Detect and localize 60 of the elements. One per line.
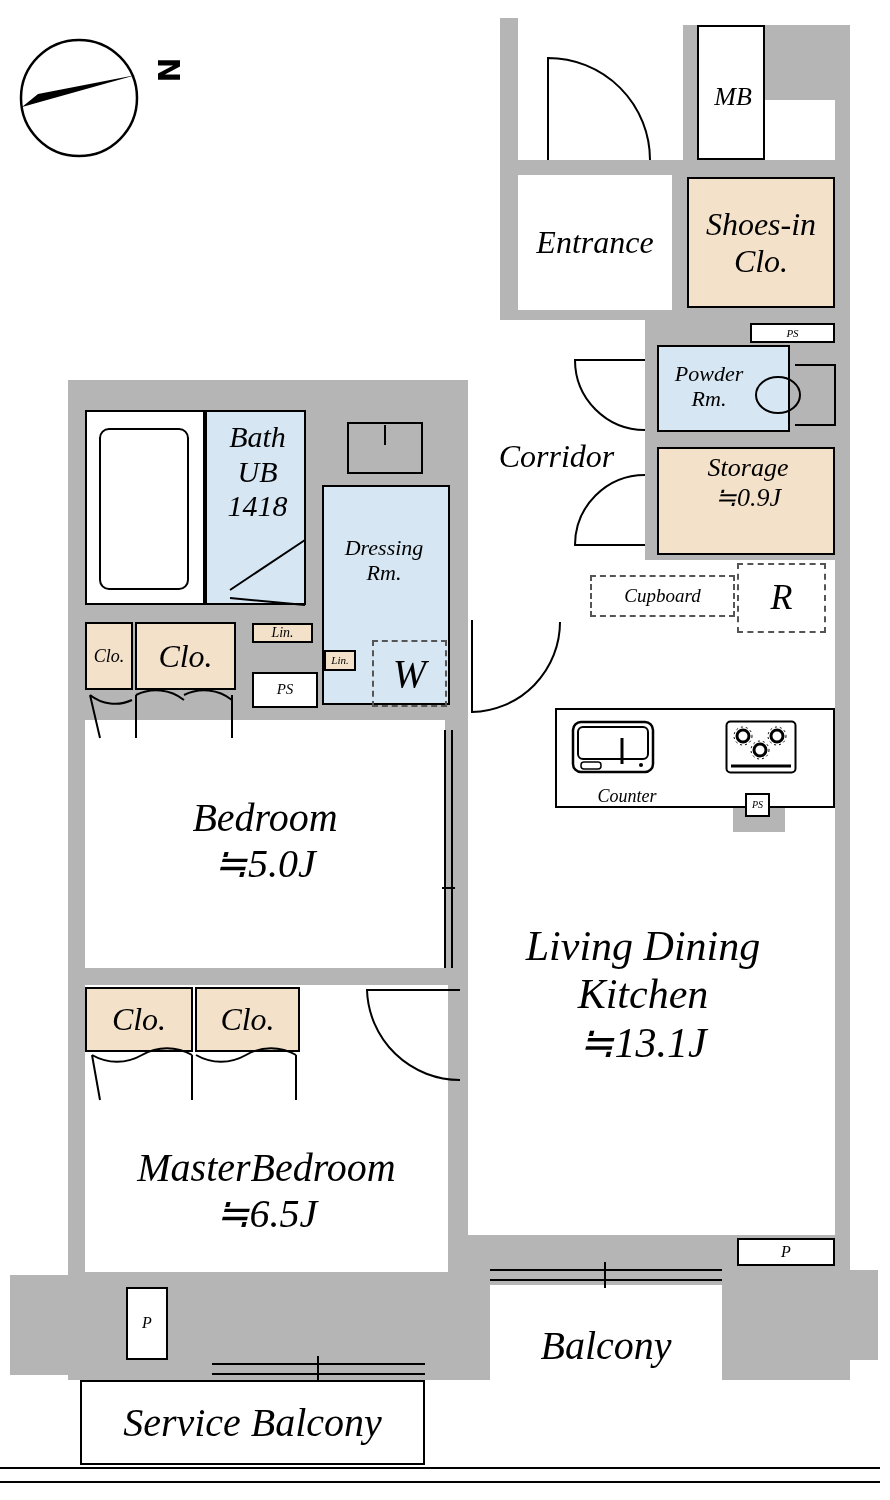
area-label: ≒13.1J xyxy=(578,1018,710,1067)
pipe-space xyxy=(737,1238,835,1266)
kitchen-counter xyxy=(555,708,835,808)
room-label: Corridor xyxy=(497,438,616,475)
room-label: Bedroom xyxy=(191,795,339,841)
closet-area xyxy=(657,447,835,555)
room-label: Clo. xyxy=(158,637,213,675)
room-area xyxy=(322,485,450,705)
room-label: Balcony xyxy=(539,1323,673,1369)
area-label: ≒6.5J xyxy=(214,1191,320,1237)
closet-area xyxy=(85,622,133,690)
room-label: Shoes-in Clo. xyxy=(704,205,818,280)
room-label: Storage xyxy=(706,453,790,483)
room-label: Service Balcony xyxy=(123,1399,382,1446)
closet-area xyxy=(135,622,236,690)
room-label: Lin. xyxy=(271,624,294,642)
room-label: R xyxy=(770,577,793,619)
room-label: P xyxy=(781,1242,791,1262)
room-area xyxy=(85,985,448,1272)
room-label: Powder Rm. xyxy=(673,361,745,412)
room-label: Lin. xyxy=(331,654,349,667)
pipe-space xyxy=(750,323,835,343)
room-label: Entrance xyxy=(536,224,654,261)
room-label: Clo. xyxy=(111,1001,167,1038)
closet-area xyxy=(85,987,193,1052)
meter-box xyxy=(697,25,765,160)
washer-space xyxy=(372,640,447,707)
room-area xyxy=(205,410,306,605)
room-label: PS xyxy=(786,326,799,340)
room-label: W xyxy=(392,650,427,697)
room-label: Living Dining Kitchen xyxy=(524,922,762,1019)
closet-area xyxy=(687,177,835,308)
refrigerator-space xyxy=(737,563,826,633)
closet-area xyxy=(324,650,356,671)
pipe-space xyxy=(252,672,318,708)
room-label: Cupboard xyxy=(624,585,701,607)
balcony-area xyxy=(80,1380,425,1465)
room-label: Dressing Rm. xyxy=(343,535,425,586)
room-label: P xyxy=(142,1314,152,1333)
area-label: ≒0.9J xyxy=(713,482,783,513)
closet-area xyxy=(195,987,300,1052)
cupboard-outline xyxy=(590,575,735,617)
room-label: MB xyxy=(713,82,753,112)
room-label: Clo. xyxy=(220,1001,275,1038)
room-label: Bath UB 1418 xyxy=(226,420,289,524)
room-area xyxy=(468,560,835,1235)
north-label: N xyxy=(152,57,183,83)
closet-area xyxy=(252,623,313,643)
room-area xyxy=(85,720,445,968)
room-label: PS xyxy=(751,799,764,811)
room-label: Clo. xyxy=(93,645,125,667)
room-label: PS xyxy=(276,681,294,699)
room-area xyxy=(468,320,645,560)
area-label: ≒5.0J xyxy=(213,841,319,887)
room-label: MasterBedroom xyxy=(136,1145,397,1191)
room-area xyxy=(518,175,672,310)
pipe-space xyxy=(126,1287,168,1360)
pipe-space xyxy=(745,793,770,817)
room-label: Counter xyxy=(596,786,658,807)
room-area xyxy=(657,345,790,432)
